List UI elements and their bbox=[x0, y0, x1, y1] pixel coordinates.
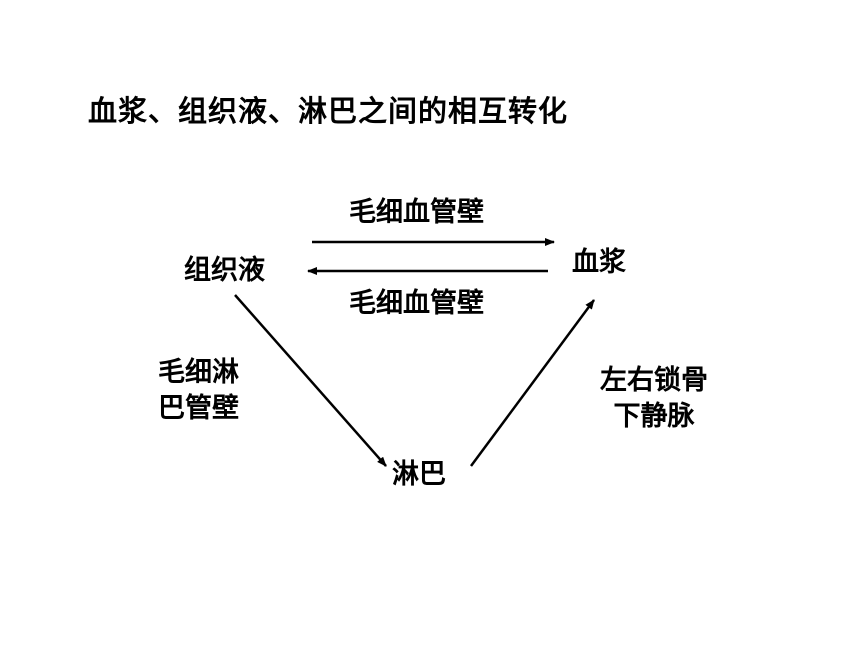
edge-label-text: 毛细血管壁 bbox=[349, 288, 484, 319]
edge-label-line-1: 毛细淋 bbox=[158, 357, 239, 388]
node-lymph: 淋巴 bbox=[392, 459, 446, 490]
edge-label-tissue-to-plasma: 毛细血管壁 bbox=[349, 195, 484, 231]
edge-label-lymph-to-plasma: 左右锁骨 下静脉 bbox=[600, 363, 708, 435]
arrow-tissue-to-lymph bbox=[234, 294, 387, 467]
edge-label-tissue-to-lymph: 毛细淋 巴管壁 bbox=[158, 355, 239, 427]
page-title: 血浆、组织液、淋巴之间的相互转化 bbox=[88, 94, 569, 128]
edge-label-text: 毛细血管壁 bbox=[349, 197, 484, 228]
arrow-lymph-to-plasma bbox=[469, 299, 596, 467]
edge-label-line-2: 下静脉 bbox=[613, 401, 695, 432]
edge-label-line-1: 左右锁骨 bbox=[600, 365, 708, 396]
node-tissue-fluid: 组织液 bbox=[184, 255, 265, 286]
node-plasma: 血浆 bbox=[572, 247, 626, 278]
edge-label-plasma-to-tissue: 毛细血管壁 bbox=[349, 286, 484, 322]
edge-label-line-2: 巴管壁 bbox=[158, 393, 239, 424]
